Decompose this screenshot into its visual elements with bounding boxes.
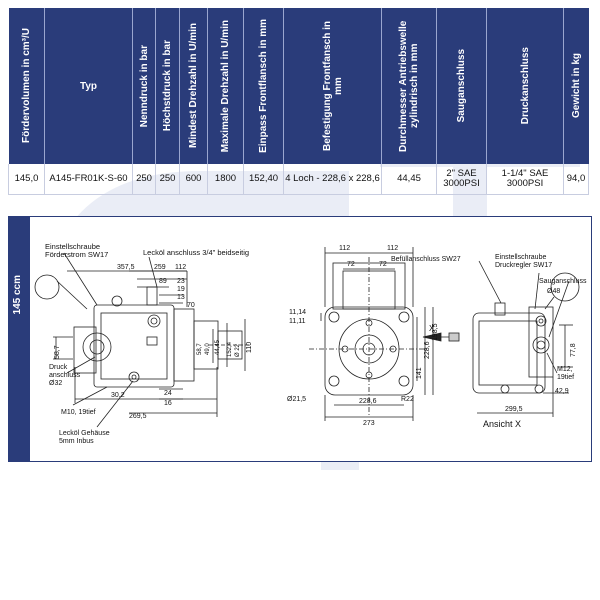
label-einstellschraube-1: Einstellschraube (45, 242, 100, 251)
cell-nenndruck: 250 (132, 164, 156, 195)
cell-welle: 44,45 (381, 164, 437, 195)
dim-89: 89 (159, 278, 167, 285)
dim-70: 70 (187, 302, 195, 309)
dim-2995: 299,5 (505, 406, 523, 413)
label-befuellanschluss: Befüllanschluss SW27 (391, 256, 461, 263)
side-view-pump (34, 252, 249, 428)
dim-ring: Ø 22 (235, 343, 241, 357)
cell-volumen: 145,0 (8, 164, 45, 195)
dim-215: Ø21,5 (287, 396, 306, 403)
technical-drawing: 145 ccm (8, 216, 592, 462)
header-nenndruck: Nenndruck in bar (132, 8, 156, 164)
dim-v2: 58,7 (197, 343, 203, 355)
table-row: 145,0 A145-FR01K-S-60 250 250 600 1800 1… (8, 164, 589, 195)
label-druck-anschluss: anschluss (49, 372, 81, 379)
label-leckoel-anschluss: Lecköl anschluss 3/4" beidseitig (143, 248, 249, 257)
label-druckregler: Druckregler SW17 (495, 262, 552, 269)
cell-einpass: 152,40 (243, 164, 284, 195)
dim-19: 19 (177, 286, 185, 293)
label-m10: M10, 19tief (61, 409, 96, 416)
cell-druck: 1-1/4" SAE 3000PSI (486, 164, 564, 195)
dim-24: 24 (164, 390, 172, 397)
caption-ansicht-x: Ansicht X (483, 419, 521, 429)
dim-23: 23 (177, 278, 185, 285)
dim-1111: 11,11 (289, 318, 306, 325)
header-maximale-drehzahl: Maximale Drehzahl in U/min (207, 8, 244, 164)
spec-table: Fördervolumen in cm³/U Typ Nenndruck in … (8, 8, 589, 195)
dim-141: 141 (416, 367, 423, 379)
dim-2286v: 228,6 (424, 341, 431, 359)
dim-72b: 72 (379, 261, 387, 268)
dim-2286h: 228,6 (359, 398, 377, 405)
cell-hoechstdruck: 250 (155, 164, 180, 195)
cell-min-drehzahl: 600 (179, 164, 208, 195)
dim-587-left: 58,7 (54, 345, 61, 359)
front-view-flange (309, 247, 460, 421)
dim-778: 77,8 (570, 343, 577, 357)
label-saug-diameter: Ø48 (547, 288, 560, 295)
header-hoechstdruck: Höchstdruck in bar (155, 8, 180, 164)
dim-16: 16 (164, 400, 172, 407)
label-druck-diameter: Ø32 (49, 380, 62, 387)
dim-112b: 112 (387, 245, 398, 252)
drawing-canvas: Einstellschraube Förderstrom SW17 Lecköl… (34, 242, 587, 445)
dim-357: 357,5 (117, 264, 135, 271)
dim-1985: 198,5 (432, 323, 439, 341)
dim-13: 13 (177, 294, 185, 301)
dim-72a: 72 (347, 261, 355, 268)
dim-4445: 44,45 (215, 339, 221, 355)
label-m12: M12, (557, 366, 573, 373)
header-einpass: Einpass Frontflansch in mm (243, 8, 284, 164)
right-view-ansicht-x (472, 260, 580, 417)
dim-273: 273 (363, 420, 375, 427)
label-einstellschraube-2: Einstellschraube (495, 254, 546, 261)
label-m12-tief: 19tief (557, 374, 574, 381)
label-leckoel-gehaeuse: Lecköl Gehäuse (59, 430, 110, 437)
cell-typ: A145-FR01K-S-60 (44, 164, 133, 195)
dim-1524: 152,4 (227, 341, 233, 357)
dim-1114: 11,14 (289, 309, 306, 316)
header-typ: Typ (44, 8, 133, 164)
dim-v1: 49,0 (205, 343, 211, 355)
label-arrow-x: X (429, 324, 435, 333)
header-gewicht: Gewicht in kg (563, 8, 589, 164)
header-befestigung: Befestigung Frontfansch in mm (283, 8, 382, 164)
header-mindest-drehzahl: Mindest Drehzahl in U/min (179, 8, 208, 164)
header-druckanschluss: Druckanschluss (486, 8, 564, 164)
header-foerdervolumen: Fördervolumen in cm³/U (8, 8, 45, 164)
label-druck: Druck (49, 364, 68, 371)
label-inbus: 5mm Inbus (59, 438, 94, 445)
cell-saug: 2" SAE 3000PSI (436, 164, 487, 195)
label-foerderstrom: Förderstrom SW17 (45, 250, 108, 259)
side-label: 145 ccm (9, 217, 30, 461)
table-header-row: Fördervolumen in cm³/U Typ Nenndruck in … (8, 8, 589, 164)
label-sauganschluss: Sauganschluss (539, 278, 587, 285)
cell-max-drehzahl: 1800 (207, 164, 244, 195)
dim-112: 112 (175, 264, 186, 271)
dim-r22: R22 (401, 396, 414, 403)
dim-110: 110 (246, 342, 253, 353)
dim-302: 30,2 (111, 392, 125, 399)
cell-gewicht: 94,0 (563, 164, 589, 195)
dim-112a: 112 (339, 245, 350, 252)
dim-429: 42,9 (555, 388, 569, 395)
dim-2695: 269,5 (129, 413, 147, 420)
cell-befestigung: 4 Loch - 228,6 x 228,6 (283, 164, 382, 195)
header-sauganschluss: Sauganschluss (436, 8, 487, 164)
header-durchmesser: Durchmesser Antriebswelle zylindrisch in… (381, 8, 437, 164)
dim-259: 259 (154, 264, 166, 271)
